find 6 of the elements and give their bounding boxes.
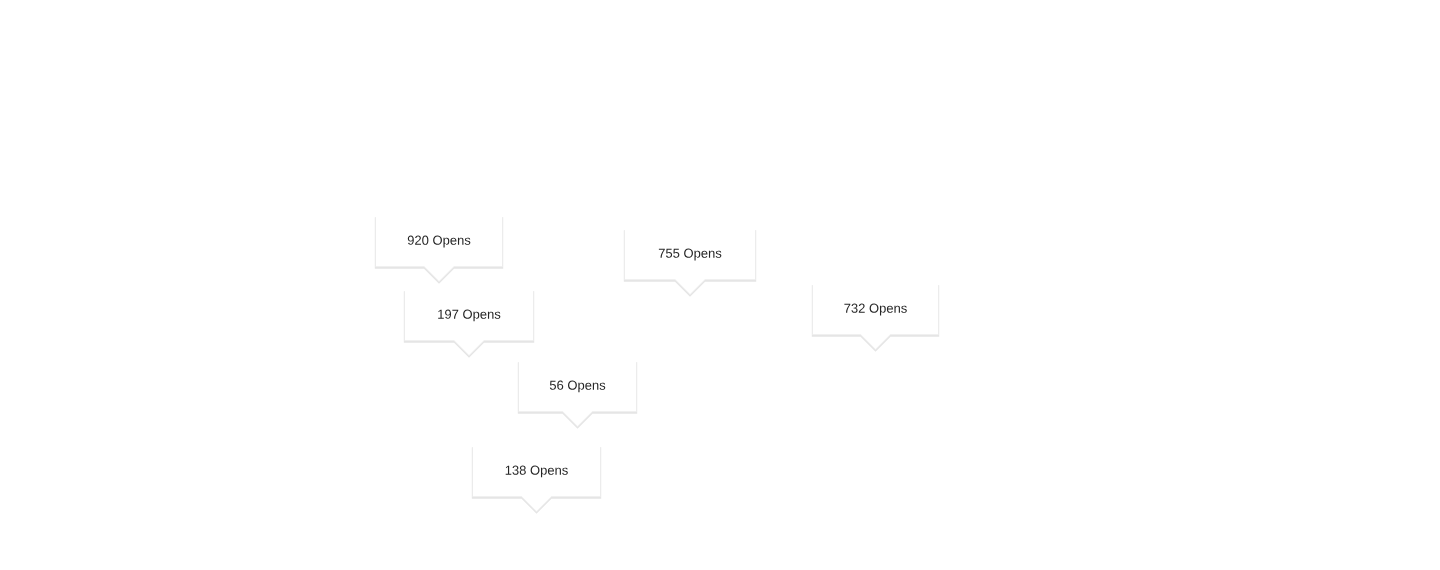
callout-box: 755 Opens: [623, 229, 757, 297]
callout-box: 138 Opens: [471, 446, 602, 514]
callout-box: 732 Opens: [811, 284, 940, 352]
callout-box: 920 Opens: [374, 216, 504, 284]
callout-box: 56 Opens: [517, 361, 638, 429]
callout-box: 197 Opens: [403, 290, 535, 358]
